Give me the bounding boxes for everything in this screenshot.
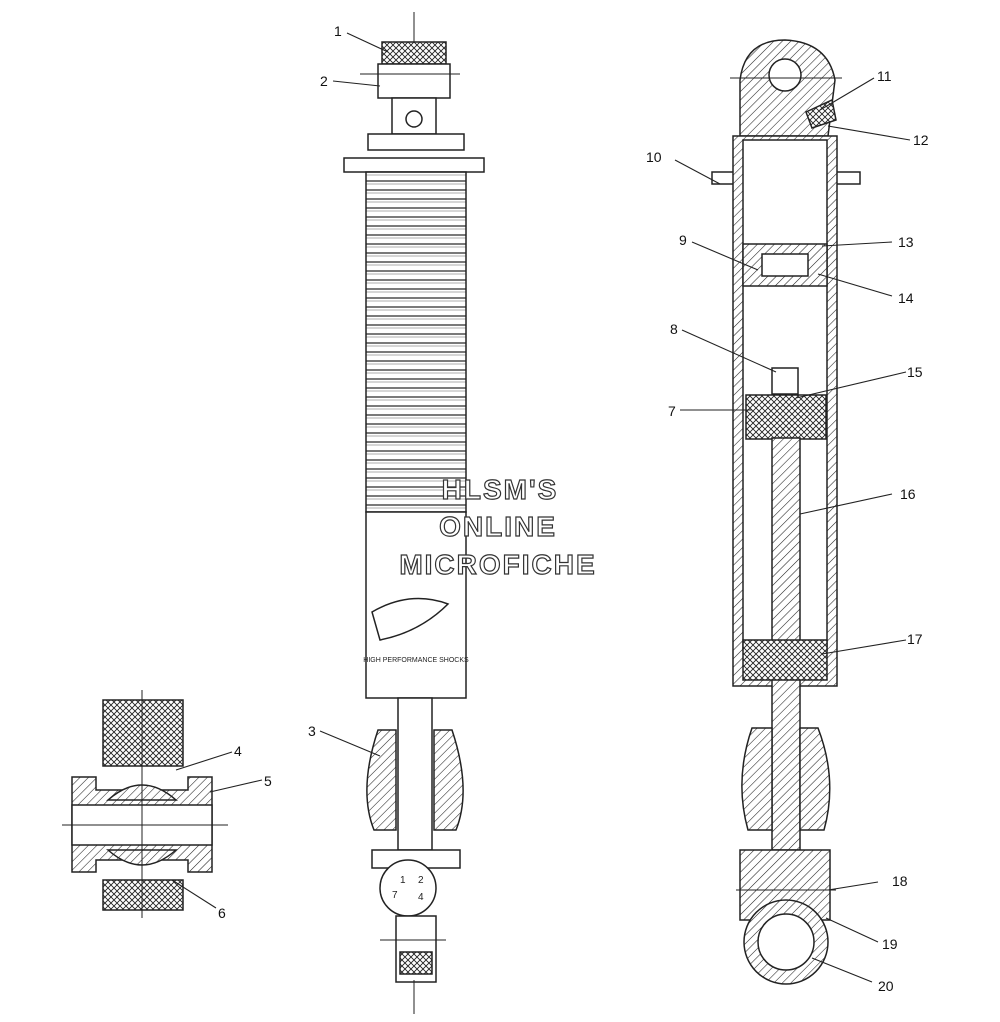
top-mount: [377, 63, 451, 99]
callout-11: 11: [877, 68, 892, 84]
callout-17: 17: [907, 631, 923, 647]
shock-cutaway-view: [711, 39, 861, 985]
callout-12: 12: [913, 132, 929, 148]
callout-4: 4: [234, 743, 242, 759]
watermark-line-2: ONLINE: [439, 511, 557, 542]
callout-1: 1: [334, 23, 342, 39]
callout-19: 19: [882, 936, 898, 952]
coil-spring: [365, 171, 467, 513]
watermark-line-3: MICROFICHE: [399, 549, 596, 580]
spring-collar: [343, 157, 485, 173]
floating-piston-core: [761, 253, 809, 277]
dial-number: 1: [400, 875, 406, 886]
top-eyelet-hole: [768, 58, 802, 92]
shock-body: [365, 511, 467, 699]
callout-6: 6: [218, 905, 226, 921]
callout-16: 16: [900, 486, 916, 502]
seal-head: [742, 639, 828, 681]
callout-3: 3: [308, 723, 316, 739]
piston-shaft: [397, 697, 433, 851]
main-piston: [745, 394, 827, 440]
dial-number: 4: [418, 892, 424, 903]
callout-18: 18: [892, 873, 908, 889]
callout-20: 20: [878, 978, 894, 994]
callout-13: 13: [898, 234, 914, 250]
bearing-detail: [62, 690, 228, 918]
callout-8: 8: [670, 321, 678, 337]
top-bolt: [405, 110, 423, 128]
adjuster-dial[interactable]: [379, 859, 437, 917]
bearing-bottom-block: [102, 879, 184, 911]
callout-15: 15: [907, 364, 923, 380]
reservoir-valve: [805, 98, 837, 129]
body-label: HIGH PERFORMANCE SHOCKS: [363, 657, 469, 664]
bottom-bushing: [399, 951, 433, 975]
callout-7: 7: [668, 403, 676, 419]
watermark-line-1: HLSM'S: [442, 474, 559, 505]
dial-number: 2: [418, 875, 424, 886]
callout-5: 5: [264, 773, 272, 789]
shock-external-view: HIGH PERFORMANCE SHOCKS: [343, 12, 485, 1014]
callout-14: 14: [898, 290, 914, 306]
top-eyelet-cap: [381, 41, 447, 65]
shock-cap: [367, 133, 465, 151]
bump-stop-cutaway: [741, 727, 831, 831]
callout-2: 2: [320, 73, 328, 89]
callout-9: 9: [679, 232, 687, 248]
leader-lines: [171, 32, 911, 983]
brand-logo: [371, 597, 450, 641]
bottom-eyelet-hole: [757, 913, 815, 971]
callout-10: 10: [646, 149, 662, 165]
bearing-top-block: [102, 699, 184, 767]
bump-stop: [366, 729, 464, 831]
piston-nut: [771, 367, 799, 395]
dial-number: 7: [392, 890, 398, 901]
